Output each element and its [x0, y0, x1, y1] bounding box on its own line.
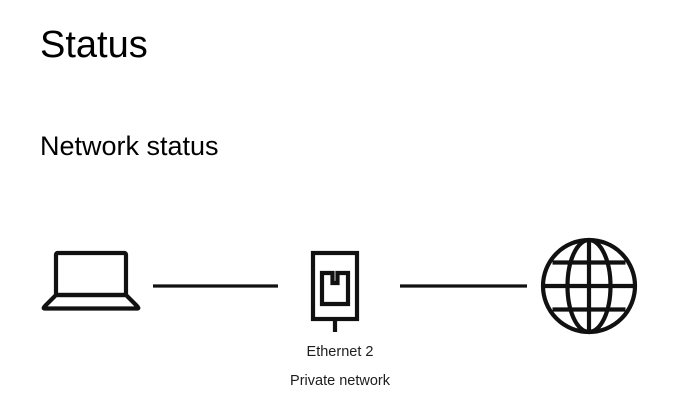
page-title: Status	[40, 24, 148, 66]
section-heading-network-status: Network status	[40, 131, 219, 161]
laptop-icon	[41, 250, 141, 311]
ethernet-port-icon	[310, 250, 360, 332]
adapter-network-type-label: Private network	[290, 373, 391, 389]
adapter-name-label: Ethernet 2	[307, 344, 374, 360]
globe-icon	[540, 237, 638, 335]
network-status-diagram: Ethernet 2 Private network	[0, 225, 680, 405]
